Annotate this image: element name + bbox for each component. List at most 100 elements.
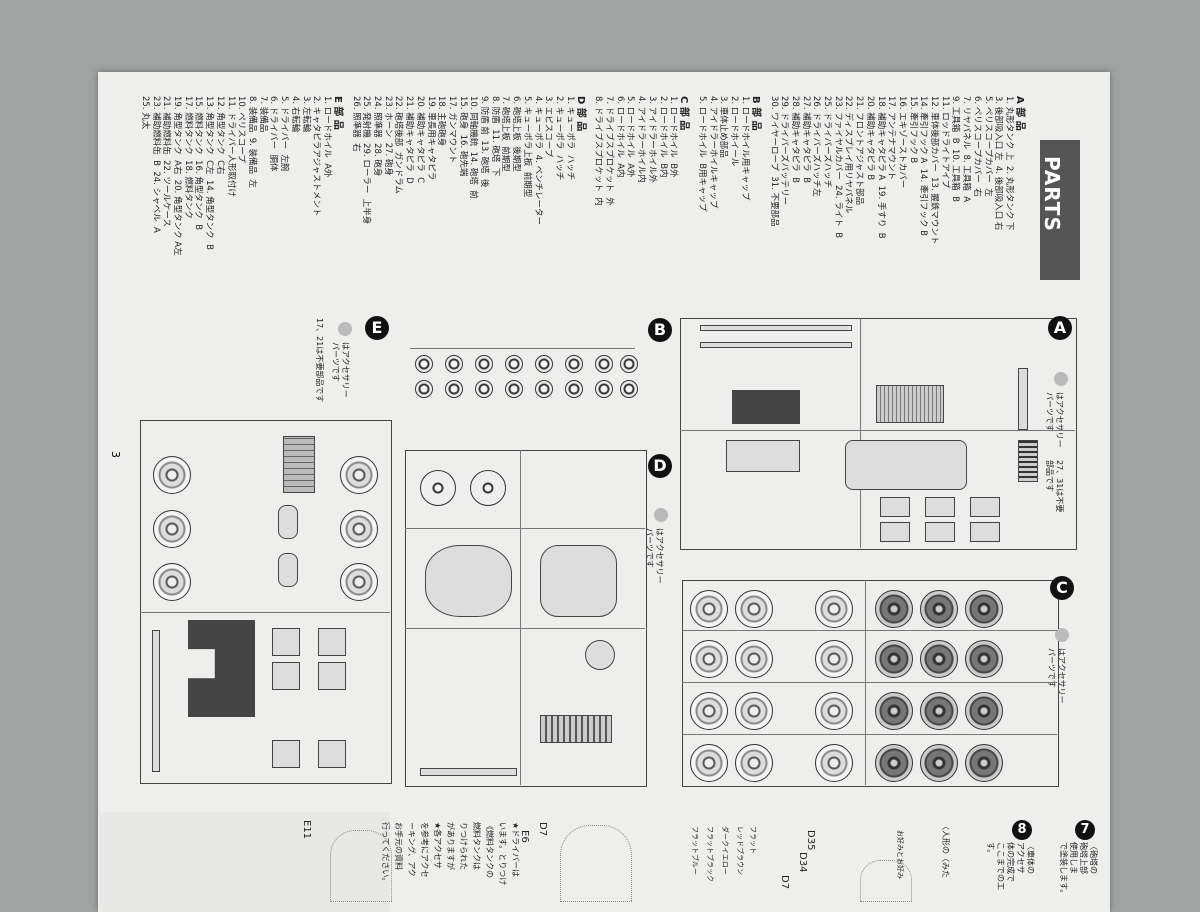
idler-wheel bbox=[815, 640, 853, 678]
assembly-note: ーキング、アク bbox=[407, 822, 416, 877]
sprue-e-log bbox=[283, 436, 315, 493]
parts-list-item: 26. 照準器 右 bbox=[350, 96, 361, 152]
sprue-e-tank bbox=[318, 662, 346, 690]
accessory-dot-icon bbox=[654, 508, 668, 522]
sprue-a-rear-plate bbox=[726, 440, 800, 472]
parts-list-item: 22. 砲塔後部 ガンドラム bbox=[393, 96, 404, 194]
road-wheel bbox=[965, 744, 1003, 782]
sprue-e-tank bbox=[318, 628, 346, 656]
sprue-a-block bbox=[970, 497, 1000, 517]
paint-hint: フラット bbox=[749, 826, 757, 854]
sprue-a-block bbox=[925, 522, 955, 542]
assembly-note: います。とりつけ bbox=[498, 822, 507, 886]
idler-wheel bbox=[815, 744, 853, 782]
road-wheel bbox=[920, 640, 958, 678]
wheel-cap bbox=[475, 380, 493, 398]
wheel-cap bbox=[535, 355, 553, 373]
parts-list-item: 6. ドライバー 胴体 bbox=[268, 96, 279, 172]
parts-list-item: 13. 角型タンク C左 14. 角型タンク B bbox=[204, 96, 215, 250]
parts-list-item: 12. 角型タンク C右 bbox=[214, 96, 225, 175]
sprue-e-marker: E bbox=[365, 316, 389, 340]
wheel-cap bbox=[565, 380, 583, 398]
road-wheel bbox=[920, 692, 958, 730]
wheel-cap bbox=[595, 380, 613, 398]
accessory-dot-icon bbox=[338, 322, 352, 336]
idler-wheel bbox=[815, 692, 853, 730]
parts-list-item: 4. アイドラーホイル内 bbox=[636, 96, 647, 183]
sprue-e-tank bbox=[272, 662, 300, 690]
sprue-e-tank bbox=[272, 740, 300, 768]
paint-hint: フラットブラック bbox=[706, 826, 714, 882]
sprue-c-note: はアクセサリー パーツです bbox=[1047, 648, 1066, 704]
sprue-e-note2: 17、21は不要部品です bbox=[315, 318, 324, 403]
road-wheel bbox=[875, 590, 913, 628]
sprue-a-block bbox=[925, 497, 955, 517]
idler-wheel bbox=[735, 640, 773, 678]
sprue-d-turret-ring bbox=[425, 545, 512, 617]
sprue-a-track bbox=[1018, 440, 1038, 482]
road-wheel bbox=[875, 744, 913, 782]
sprue-e-jerrycan bbox=[278, 505, 298, 539]
parts-list-item: 1. ロードホイル B外 bbox=[668, 96, 679, 178]
assembly-note: りつけられた bbox=[459, 822, 468, 871]
paint-hint: お好みとお好み bbox=[896, 830, 904, 879]
sprue-e-wheel bbox=[153, 563, 191, 601]
wheel-cap bbox=[535, 380, 553, 398]
sprue-e-wheel bbox=[153, 510, 191, 548]
sprue-c bbox=[682, 580, 1059, 787]
sprue-e-rod bbox=[152, 630, 160, 772]
sprue-a bbox=[680, 318, 1077, 550]
assembly-note: がありますが bbox=[446, 822, 455, 870]
road-wheel bbox=[965, 692, 1003, 730]
wheel-cap bbox=[620, 380, 638, 398]
figure-part-label: D7 bbox=[779, 875, 790, 890]
step-7-text: 〈砲塔の 砲塔上部 使用しま で塗装します。 bbox=[1059, 842, 1098, 898]
wheel-cap bbox=[445, 355, 463, 373]
sprue-e-wheel bbox=[340, 510, 378, 548]
parts-list-item: 25. 丸太 bbox=[139, 96, 150, 130]
parts-banner-label: PARTS bbox=[1040, 156, 1064, 232]
wheel-cap bbox=[565, 355, 583, 373]
page-number: 3 bbox=[109, 451, 122, 458]
idler-wheel bbox=[735, 692, 773, 730]
wheel-cap bbox=[505, 355, 523, 373]
sprue-a-note: はアクセサリー パーツです bbox=[1045, 392, 1064, 448]
paint-hint: ダークイエロー bbox=[721, 826, 729, 875]
idler-wheel bbox=[690, 744, 728, 782]
idler-wheel bbox=[735, 744, 773, 782]
parts-list-item: 11. ドライバー人形取付け bbox=[225, 96, 236, 198]
sprue-a-block bbox=[880, 522, 910, 542]
sprue-b-marker: B bbox=[648, 318, 672, 342]
sprue-a-tow-cable bbox=[700, 342, 852, 348]
sprue-a-hull-plate bbox=[845, 440, 967, 490]
wheel-cap bbox=[505, 380, 523, 398]
idler-wheel bbox=[815, 590, 853, 628]
figure-part-label: E11 bbox=[301, 820, 312, 840]
parts-list-item: 4. 右転輪 bbox=[289, 96, 300, 133]
sprue-e-tank bbox=[272, 628, 300, 656]
parts-list-item: 15. 燃料タンク 16. 角型タンク B bbox=[193, 96, 204, 231]
figure-illustration bbox=[560, 825, 632, 902]
parts-list-item: 18. 主砲砲身 bbox=[436, 96, 447, 147]
parts-list-item: 2. キューポラ ハッチ bbox=[553, 96, 564, 181]
parts-list-item: 5. キューポラ上板 前期型 bbox=[521, 96, 532, 198]
step-7-marker: 7 bbox=[1075, 820, 1095, 840]
parts-list-item: 23. 補助燃料缶 B 24. シャベル A bbox=[150, 96, 161, 233]
assembly-note: ★ドライバーは bbox=[511, 822, 520, 878]
wheel-cap bbox=[595, 355, 613, 373]
assembly-note: 《燃料タンクの bbox=[485, 822, 494, 878]
sprue-d bbox=[405, 450, 647, 787]
sprue-d-hatch bbox=[470, 470, 506, 506]
sprue-d-track-links bbox=[540, 715, 612, 743]
assembly-note: 行ってください。 bbox=[381, 822, 390, 886]
sprue-d-barrel bbox=[420, 768, 517, 776]
road-wheel bbox=[920, 590, 958, 628]
parts-list-item: 23. ホーン 27. 砲身 bbox=[382, 96, 393, 176]
assembly-note: を参考にアクセ bbox=[420, 822, 429, 878]
sprue-a-rod bbox=[1018, 368, 1028, 430]
assembly-note: お手元の資料 bbox=[394, 822, 403, 870]
sprue-e-jerrycan bbox=[278, 553, 298, 587]
sprue-a-note2: 27、31は不要 部品です bbox=[1045, 460, 1064, 513]
road-wheel bbox=[965, 590, 1003, 628]
parts-banner: PARTS bbox=[1040, 140, 1080, 280]
